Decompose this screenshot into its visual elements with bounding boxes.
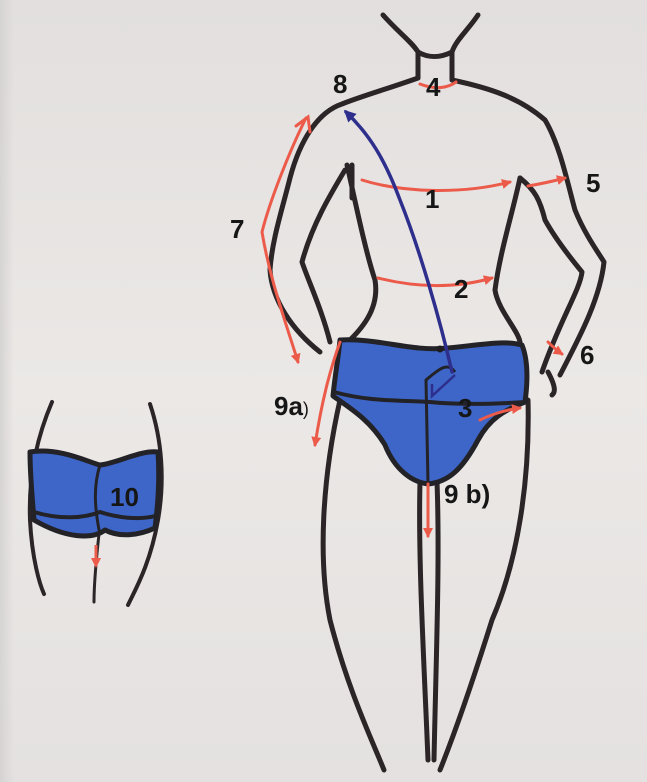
shoulder-label: 8 [333,71,347,97]
bicep-measure-line [528,178,565,186]
inseam-label: 9 b) [444,481,490,507]
leg-side-label: 9a) [274,393,309,419]
shoulder-measure-line [346,112,452,372]
bicep-label: 5 [586,170,600,196]
hips-label: 3 [458,395,472,421]
right-arm-outline [452,80,604,375]
left-arm-outline [270,78,418,352]
leg-side-label-paren: ) [303,399,309,419]
neck-label: 4 [426,74,440,100]
back-view-label: 10 [110,484,139,510]
left-leg-outline [323,400,384,770]
right-torso-outline [495,178,520,342]
waist-label: 2 [454,276,468,302]
back-view-figure [30,402,162,605]
waist-measure-line [378,278,492,286]
wrist-label: 6 [580,342,594,368]
head-outline [383,15,418,78]
chest-label: 1 [425,186,439,212]
arm-length-label: 7 [230,216,244,242]
leg-side-label-text: 9a [274,391,303,421]
